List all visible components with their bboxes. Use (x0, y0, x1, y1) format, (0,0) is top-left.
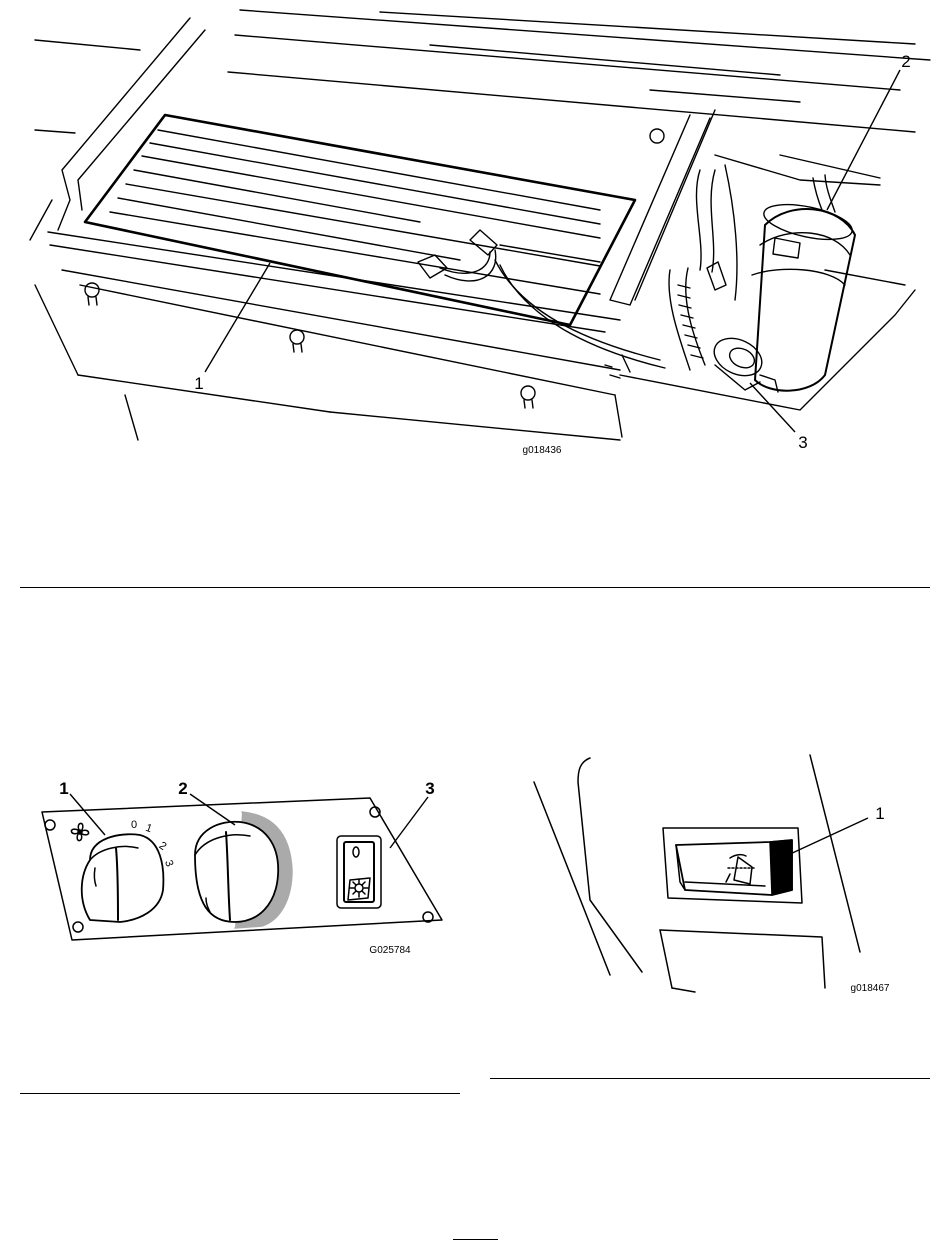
figure-id: g018467 (851, 983, 890, 994)
temperature-knob[interactable] (195, 812, 292, 928)
callout-2: 2 (901, 52, 910, 71)
figure-cab-filter: 1 2 3 g018436 (0, 0, 950, 470)
figure-id: G025784 (369, 945, 411, 956)
callout-3: 3 (425, 779, 434, 798)
fan-icon (71, 823, 88, 840)
wiper-icon (726, 855, 756, 884)
fan-scale-0: 0 (131, 819, 137, 831)
divider-right (490, 1078, 930, 1079)
callout-2: 2 (178, 779, 187, 798)
figure-wiper-switch: 1 g018467 (520, 740, 920, 1000)
fan-scale-3: 3 (162, 859, 175, 869)
page-footer-mark (453, 1239, 498, 1240)
fan-scale-1: 1 (144, 822, 154, 835)
callout-1: 1 (875, 804, 884, 823)
divider-top (20, 587, 930, 588)
callout-1: 1 (59, 779, 68, 798)
wiper-switch[interactable] (676, 840, 792, 895)
callout-3: 3 (798, 433, 807, 452)
figure-control-panel: 1 2 3 0 1 2 3 G025784 (30, 770, 450, 970)
callout-1: 1 (194, 374, 203, 393)
recirculation-switch[interactable] (337, 836, 381, 908)
sun-icon (350, 879, 368, 897)
fan-speed-knob[interactable] (82, 834, 164, 922)
divider-left (20, 1093, 460, 1094)
figure-id: g018436 (523, 445, 562, 456)
